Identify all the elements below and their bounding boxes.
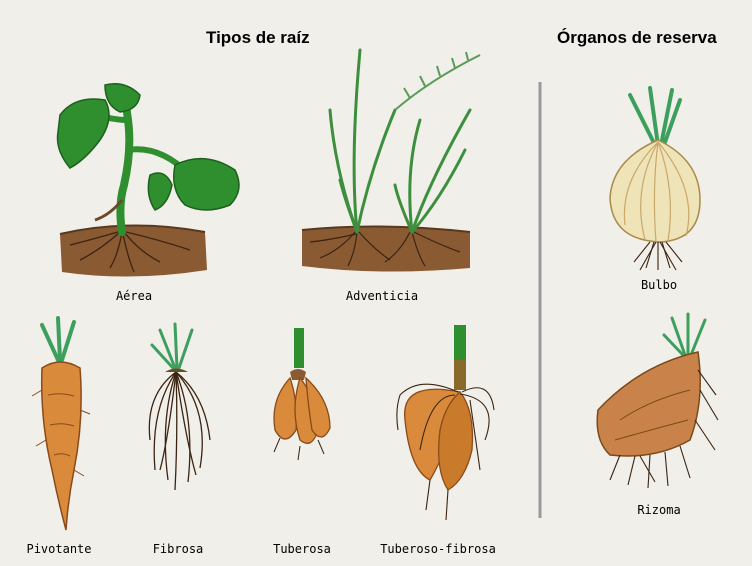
title-reserve-organs: Órganos de reserva	[557, 28, 717, 48]
label-adventicia: Adventicia	[346, 289, 418, 303]
aerea-soil	[60, 225, 207, 276]
tuberosa-stem	[294, 328, 304, 368]
label-fibrosa: Fibrosa	[153, 542, 204, 556]
aerea-leaf-right	[174, 159, 239, 210]
title-root-types: Tipos de raíz	[206, 28, 310, 48]
label-tuberoso-fibrosa: Tuberoso-fibrosa	[380, 542, 496, 556]
label-rizoma: Rizoma	[637, 503, 680, 517]
label-pivotante: Pivotante	[26, 542, 91, 556]
label-aerea: Aérea	[116, 289, 152, 303]
adventicia-soil	[302, 226, 470, 271]
label-bulbo: Bulbo	[641, 278, 677, 292]
label-tuberosa: Tuberosa	[273, 542, 331, 556]
